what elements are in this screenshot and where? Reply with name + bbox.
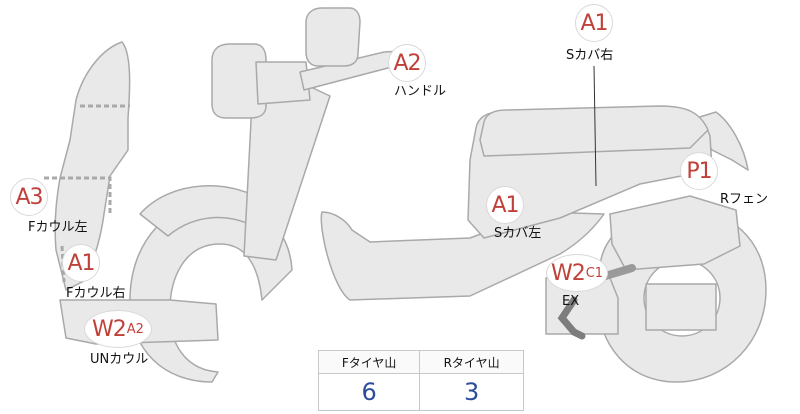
muffler (645, 283, 717, 331)
label-exhaust: EX (562, 294, 580, 309)
badge-code: P1 (686, 158, 712, 184)
tire-depth-table: Fタイヤ山 Rタイヤ山 6 3 (317, 350, 524, 411)
header-front-tire: Fタイヤ山 (317, 350, 421, 374)
cowl-divider-middle (44, 176, 112, 216)
floor-frame (320, 211, 605, 301)
meter-unit (255, 61, 311, 105)
badge-a3-front-cowl-left: A3 (10, 178, 48, 216)
engine-unit (609, 195, 741, 271)
badge-a1-left-cover: A1 (486, 186, 524, 224)
badge-code: A1 (491, 192, 519, 218)
badge-code: A3 (15, 184, 43, 210)
badge-code: W2 (92, 316, 127, 342)
label-handle: ハンドル (394, 84, 447, 99)
seat (479, 105, 709, 157)
label-under-cowl: UNカウル (90, 352, 149, 367)
label-s-cover-left: Sカバ左 (494, 226, 542, 241)
badge-code: W2 (550, 260, 586, 286)
label-front-cowl-left: Fカウル左 (28, 220, 88, 235)
badge-code: A1 (580, 10, 608, 36)
badge-sub-code: C1 (585, 265, 604, 281)
badge-sub-code: A2 (126, 321, 144, 337)
badge-a2-handle: A2 (388, 44, 426, 82)
label-rear-fender: Rフェン (720, 192, 769, 207)
leader-line (593, 65, 597, 187)
mirror (305, 7, 361, 67)
value-rear-tire: 3 (419, 373, 524, 411)
headlight (211, 43, 267, 119)
value-front-tire: 6 (317, 373, 421, 411)
front-cowl (54, 41, 131, 291)
badge-p1-rear-fender: P1 (680, 152, 718, 190)
header-rear-tire: Rタイヤ山 (419, 350, 524, 374)
label-front-cowl-right: Fカウル右 (66, 286, 126, 301)
table-row: 6 3 (317, 373, 524, 411)
badge-code: A2 (393, 50, 421, 76)
exhaust-pipe (557, 296, 586, 340)
badge-a1-right-cover: A1 (575, 4, 613, 42)
badge-a1-front-cowl-right: A1 (62, 244, 100, 282)
badge-code: A1 (67, 250, 95, 276)
table-header-row: Fタイヤ山 Rタイヤ山 (317, 350, 524, 374)
label-s-cover-right: Sカバ右 (566, 48, 614, 63)
